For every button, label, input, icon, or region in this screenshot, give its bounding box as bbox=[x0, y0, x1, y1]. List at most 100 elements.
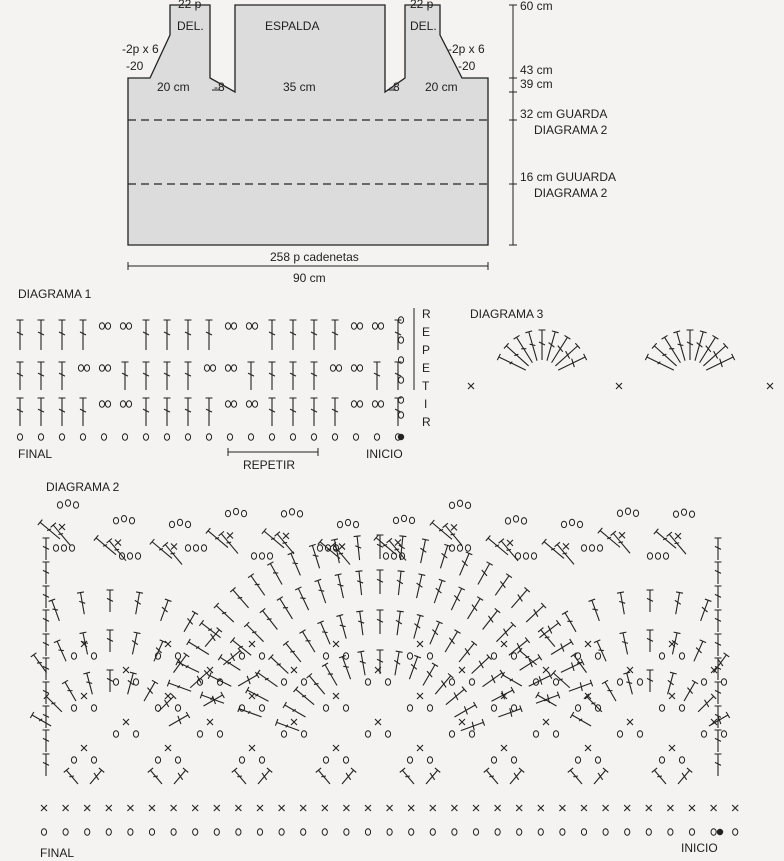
double-crochet-symbol bbox=[173, 652, 190, 673]
repetir-side-e2: E bbox=[422, 361, 430, 375]
chain-stitch-symbol bbox=[174, 652, 182, 660]
dec-left-2: -20 bbox=[126, 59, 144, 73]
chain-stitch-symbol bbox=[258, 756, 266, 764]
double-crochet-symbol bbox=[106, 629, 114, 652]
chain-stitch-symbol bbox=[342, 756, 350, 764]
chain-stitch-symbol bbox=[132, 678, 140, 686]
double-crochet-symbol bbox=[121, 361, 129, 390]
double-crochet-symbol bbox=[255, 669, 278, 688]
double-crochet-symbol bbox=[310, 319, 318, 350]
repetir-side-t: T bbox=[422, 379, 430, 393]
double-crochet-symbol bbox=[686, 329, 694, 360]
double-crochet-symbol bbox=[106, 589, 114, 612]
single-crochet-symbol bbox=[299, 804, 307, 812]
chain-stitch-symbol bbox=[574, 756, 582, 764]
double-crochet-symbol bbox=[16, 319, 24, 350]
chain-stitch-symbol bbox=[40, 828, 48, 836]
chain-stitch-symbol bbox=[392, 516, 400, 525]
single-crochet-symbol bbox=[164, 744, 172, 752]
single-crochet-symbol bbox=[235, 804, 242, 812]
chain-stitch-symbol bbox=[324, 544, 332, 552]
double-crochet-symbol bbox=[460, 718, 486, 732]
chain-stitch-symbol bbox=[77, 364, 85, 372]
double-crochet-symbol bbox=[205, 527, 229, 548]
chain-stitch-symbol bbox=[356, 322, 364, 330]
double-crochet-symbol bbox=[186, 638, 210, 655]
double-crochet-symbol bbox=[376, 649, 384, 674]
chain-stitch-symbol bbox=[119, 400, 127, 408]
double-crochet-symbol bbox=[699, 334, 719, 364]
chain-stitch-symbol bbox=[512, 515, 520, 523]
double-crochet-symbol bbox=[310, 361, 318, 390]
chain-stitch-symbol bbox=[58, 433, 66, 441]
chain-stitch-symbol bbox=[70, 704, 78, 712]
chain-stitch-symbol bbox=[119, 322, 127, 330]
double-crochet-symbol bbox=[550, 638, 574, 655]
chain-stitch-symbol bbox=[121, 433, 129, 441]
double-crochet-symbol bbox=[142, 319, 150, 350]
chain-stitch-symbol bbox=[371, 322, 379, 330]
single-crochet-symbol bbox=[343, 804, 350, 812]
chain-stitch-symbol bbox=[174, 704, 182, 712]
single-crochet-symbol bbox=[114, 539, 122, 547]
single-crochet-symbol bbox=[278, 804, 285, 812]
double-crochet-symbol bbox=[58, 319, 66, 350]
single-crochet-symbol bbox=[364, 804, 372, 812]
chain-stitch-symbol bbox=[258, 552, 266, 560]
chain-stitch-symbol bbox=[678, 756, 686, 764]
chain-stitch-symbol bbox=[472, 828, 480, 836]
double-crochet-symbol bbox=[356, 610, 365, 636]
chain-stitch-symbol bbox=[184, 520, 192, 529]
diagrama-2-inicio: INICIO bbox=[681, 841, 718, 855]
single-crochet-symbol bbox=[170, 804, 177, 812]
chain-stitch-symbol bbox=[209, 364, 217, 372]
double-crochet-symbol bbox=[509, 767, 525, 785]
chain-stitch-symbol bbox=[636, 678, 644, 686]
single-crochet-symbol bbox=[467, 382, 475, 390]
double-crochet-symbol bbox=[442, 522, 463, 546]
double-crochet-symbol bbox=[37, 319, 45, 350]
double-crochet-symbol bbox=[459, 551, 473, 576]
chain-stitch-symbol bbox=[624, 828, 631, 836]
chain-stitch-symbol bbox=[37, 433, 45, 441]
chain-stitch-symbol bbox=[510, 756, 518, 764]
double-crochet-symbol bbox=[268, 654, 289, 674]
double-crochet-symbol bbox=[694, 330, 707, 361]
chain-stitch-symbol bbox=[504, 517, 512, 525]
double-crochet-symbol bbox=[106, 669, 114, 692]
chain-stitch-symbol bbox=[163, 433, 171, 441]
width-left: 20 cm bbox=[157, 80, 190, 94]
double-crochet-symbol bbox=[315, 767, 331, 785]
double-crochet-symbol bbox=[317, 620, 331, 645]
chain-stitch-symbol bbox=[203, 364, 211, 372]
double-crochet-symbol bbox=[243, 621, 264, 643]
chain-stitch-symbol bbox=[448, 544, 456, 552]
chain-stitch-symbol bbox=[105, 828, 112, 836]
diagrama-2: DIAGRAMA 2 FINAL INICIO bbox=[29, 480, 739, 860]
minus-right: -8 bbox=[389, 80, 400, 94]
double-crochet-symbol bbox=[207, 672, 232, 687]
double-crochet-symbol bbox=[42, 585, 50, 608]
chain-stitch-symbol bbox=[616, 730, 624, 738]
chain-stitch-symbol bbox=[371, 400, 379, 408]
double-crochet-symbol bbox=[674, 591, 684, 615]
garment-body-shape bbox=[127, 4, 489, 246]
chain-stitch-symbol bbox=[230, 364, 238, 372]
chain-stitch-symbol bbox=[247, 433, 255, 441]
double-crochet-symbol bbox=[593, 767, 609, 785]
chain-stitch-symbol bbox=[230, 400, 238, 408]
double-crochet-symbol bbox=[42, 609, 50, 632]
chain-stitch-symbol bbox=[408, 516, 416, 525]
chain-stitch-symbol bbox=[90, 704, 98, 712]
double-crochet-symbol bbox=[289, 361, 297, 390]
chain-stitch-symbol bbox=[316, 544, 324, 552]
chain-stitch-symbol bbox=[588, 544, 596, 552]
chain-stitch-symbol bbox=[342, 704, 350, 712]
chain-stitch-symbol bbox=[176, 518, 184, 527]
double-crochet-symbol bbox=[519, 654, 543, 671]
double-crochet-symbol bbox=[223, 647, 243, 666]
double-crochet-symbol bbox=[331, 319, 339, 350]
chain-stitch-symbol bbox=[90, 756, 98, 764]
double-crochet-symbol bbox=[237, 671, 260, 687]
double-crochet-symbol bbox=[268, 397, 276, 426]
